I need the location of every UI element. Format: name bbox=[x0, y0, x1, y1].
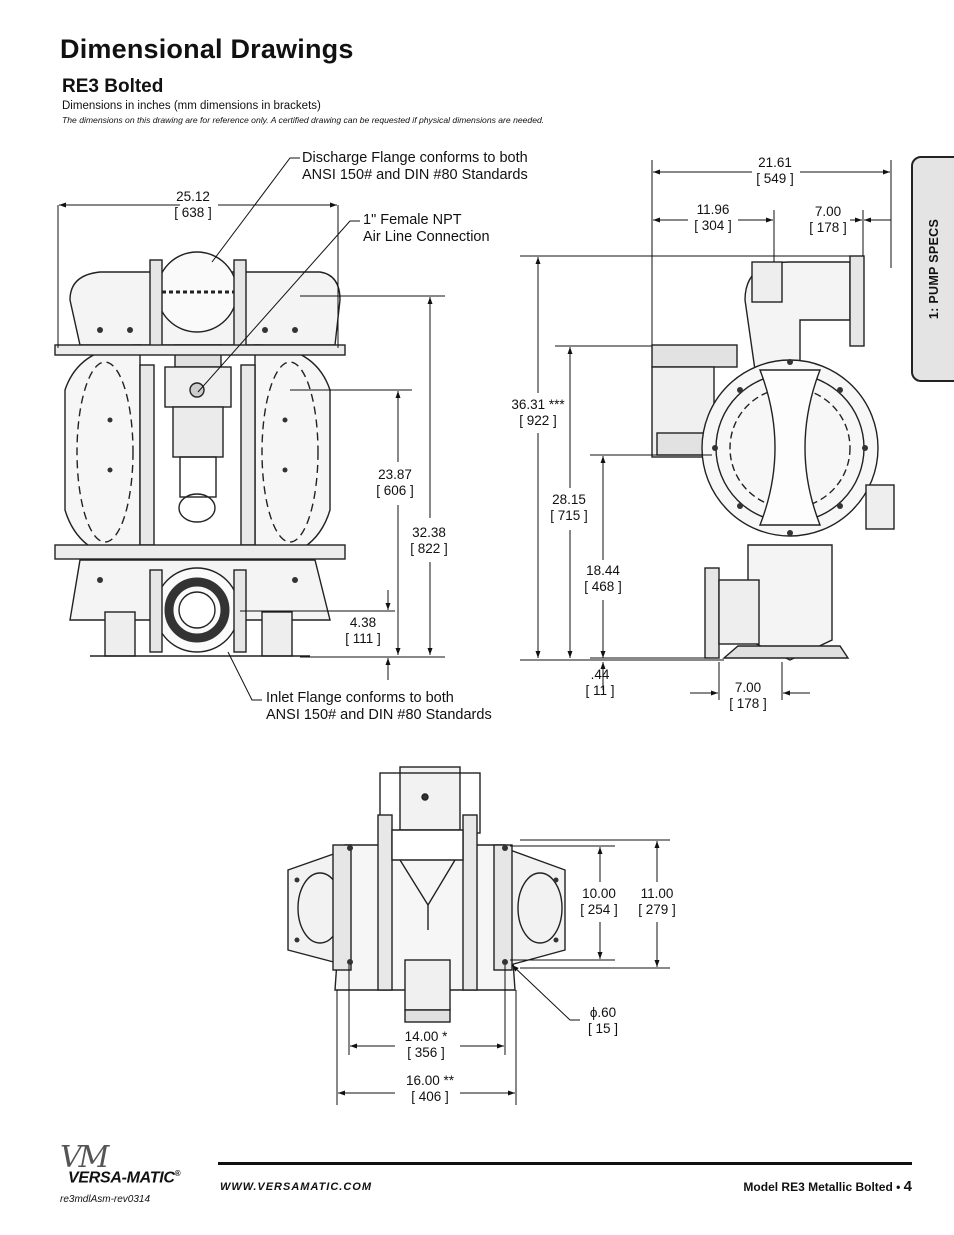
units-note: Dimensions in inches (mm dimensions in b… bbox=[62, 100, 321, 112]
discharge-callout-line-1: Discharge Flange conforms to both bbox=[302, 150, 528, 166]
front-view-drawing bbox=[54, 251, 346, 657]
dim-value-mm: [ 606 ] bbox=[376, 483, 414, 498]
dim-value-mm: [ 178 ] bbox=[809, 220, 847, 235]
dim-side-width-700-top: 7.00 [ 178 ] bbox=[795, 204, 861, 236]
model-page-label: Model RE3 Metallic Bolted • 4 bbox=[743, 1178, 912, 1195]
dim-value-in: 25.12 bbox=[176, 189, 210, 204]
dim-side-height-1844: 18.44 [ 468 ] bbox=[570, 563, 636, 595]
dim-value-in: 32.38 bbox=[412, 525, 446, 540]
dim-front-height-2387: 23.87 [ 606 ] bbox=[362, 467, 428, 499]
dim-value-in: 16.00 ** bbox=[405, 1073, 455, 1088]
top-view-dimension-lines bbox=[336, 839, 670, 1105]
dim-side-height-2815: 28.15 [ 715 ] bbox=[536, 492, 602, 524]
dim-value-in: 18.44 bbox=[586, 563, 620, 578]
dim-value-mm: [ 356 ] bbox=[407, 1045, 445, 1060]
versamatic-logo: VERSA-MATIC® bbox=[68, 1169, 181, 1187]
dim-value-mm: [ 406 ] bbox=[411, 1089, 449, 1104]
dim-value-mm: [ 822 ] bbox=[410, 541, 448, 556]
air-line-callout-line-1: 1" Female NPT bbox=[363, 212, 462, 228]
side-view-drawing bbox=[651, 255, 895, 661]
dim-value-in: 28.15 bbox=[552, 492, 586, 507]
dim-value-in: 7.00 bbox=[734, 680, 762, 695]
dim-value-mm: [ 922 ] bbox=[519, 413, 557, 428]
dim-side-width-1196: 11.96 [ 304 ] bbox=[680, 202, 746, 234]
air-line-callout: 1" Female NPT Air Line Connection bbox=[363, 212, 490, 245]
dim-value-in: 36.31 *** bbox=[511, 397, 565, 412]
dim-front-width: 25.12 [ 638 ] bbox=[160, 189, 226, 221]
dim-top-height-1000: 10.00 [ 254 ] bbox=[566, 886, 632, 918]
website-link[interactable]: WWW.VERSAMATIC.COM bbox=[220, 1181, 373, 1193]
dim-top-width-1400: 14.00 * [ 356 ] bbox=[388, 1029, 464, 1061]
page-subtitle: RE3 Bolted bbox=[62, 76, 164, 97]
dim-value-in: .44 bbox=[590, 667, 610, 682]
dim-value-in: 23.87 bbox=[378, 467, 412, 482]
dim-mounting-hole: ϕ.60 [ 15 ] bbox=[570, 1005, 636, 1037]
dim-front-height-3238: 32.38 [ 822 ] bbox=[396, 525, 462, 557]
dim-value-mm: [ 254 ] bbox=[580, 902, 618, 917]
air-line-callout-line-2: Air Line Connection bbox=[363, 228, 490, 245]
dim-top-width-1600: 16.00 ** [ 406 ] bbox=[388, 1073, 472, 1105]
page-title: Dimensional Drawings bbox=[60, 34, 354, 64]
top-view-drawing bbox=[287, 766, 566, 1023]
dim-value-mm: [ 279 ] bbox=[638, 902, 676, 917]
dim-value-mm: [ 715 ] bbox=[550, 508, 588, 523]
dim-value-mm: [ 304 ] bbox=[694, 218, 732, 233]
revision-code: re3mdlAsm-rev0314 bbox=[60, 1194, 151, 1205]
discharge-flange-callout: Discharge Flange conforms to both ANSI 1… bbox=[302, 150, 528, 183]
inlet-callout-line-2: ANSI 150# and DIN #80 Standards bbox=[266, 706, 492, 723]
dim-value-in: 11.00 bbox=[640, 886, 674, 901]
page-number: 4 bbox=[903, 1178, 912, 1195]
discharge-callout-line-2: ANSI 150# and DIN #80 Standards bbox=[302, 166, 528, 183]
dim-value-mm: [ 11 ] bbox=[585, 683, 615, 698]
dim-value-in: 11.96 bbox=[696, 202, 730, 217]
dim-value-mm: [ 15 ] bbox=[587, 1021, 619, 1036]
dim-side-width-2161: 21.61 [ 549 ] bbox=[742, 155, 808, 187]
dim-side-height-044: .44 [ 11 ] bbox=[567, 667, 633, 699]
dim-value-mm: [ 549 ] bbox=[756, 171, 794, 186]
registered-mark: ® bbox=[174, 1169, 181, 1178]
dim-value-mm: [ 111 ] bbox=[345, 631, 381, 646]
dim-value-in: 7.00 bbox=[814, 204, 842, 219]
inlet-callout-line-1: Inlet Flange conforms to both bbox=[266, 690, 454, 706]
dim-side-height-3631: 36.31 *** [ 922 ] bbox=[496, 397, 580, 429]
footer-divider bbox=[218, 1162, 912, 1165]
reference-note: The dimensions on this drawing are for r… bbox=[62, 115, 545, 125]
dim-value-mm: [ 178 ] bbox=[729, 696, 767, 711]
front-view-dimension-lines bbox=[57, 157, 445, 701]
dim-value-in: ϕ.60 bbox=[589, 1005, 617, 1020]
dim-value-in: 14.00 * bbox=[404, 1029, 448, 1044]
dim-value-in: 4.38 bbox=[349, 615, 377, 630]
section-tab-pump-specs[interactable]: 1: PUMP SPECS bbox=[911, 156, 954, 382]
dim-top-height-1100: 11.00 [ 279 ] bbox=[624, 886, 690, 918]
versamatic-logo-mark: VM bbox=[60, 1140, 109, 1175]
logo-wordmark: VERSA-MATIC bbox=[68, 1169, 175, 1187]
dim-value-mm: [ 638 ] bbox=[174, 205, 212, 220]
dim-value-in: 10.00 bbox=[582, 886, 616, 901]
dim-value-in: 21.61 bbox=[758, 155, 792, 170]
side-view-dimension-lines bbox=[520, 160, 892, 700]
model-label: Model RE3 Metallic Bolted • bbox=[743, 1180, 904, 1194]
dim-front-height-438: 4.38 [ 111 ] bbox=[330, 615, 396, 647]
inlet-flange-callout: Inlet Flange conforms to both ANSI 150# … bbox=[266, 690, 492, 723]
dim-side-width-700-bottom: 7.00 [ 178 ] bbox=[715, 680, 781, 712]
dim-value-mm: [ 468 ] bbox=[584, 579, 622, 594]
